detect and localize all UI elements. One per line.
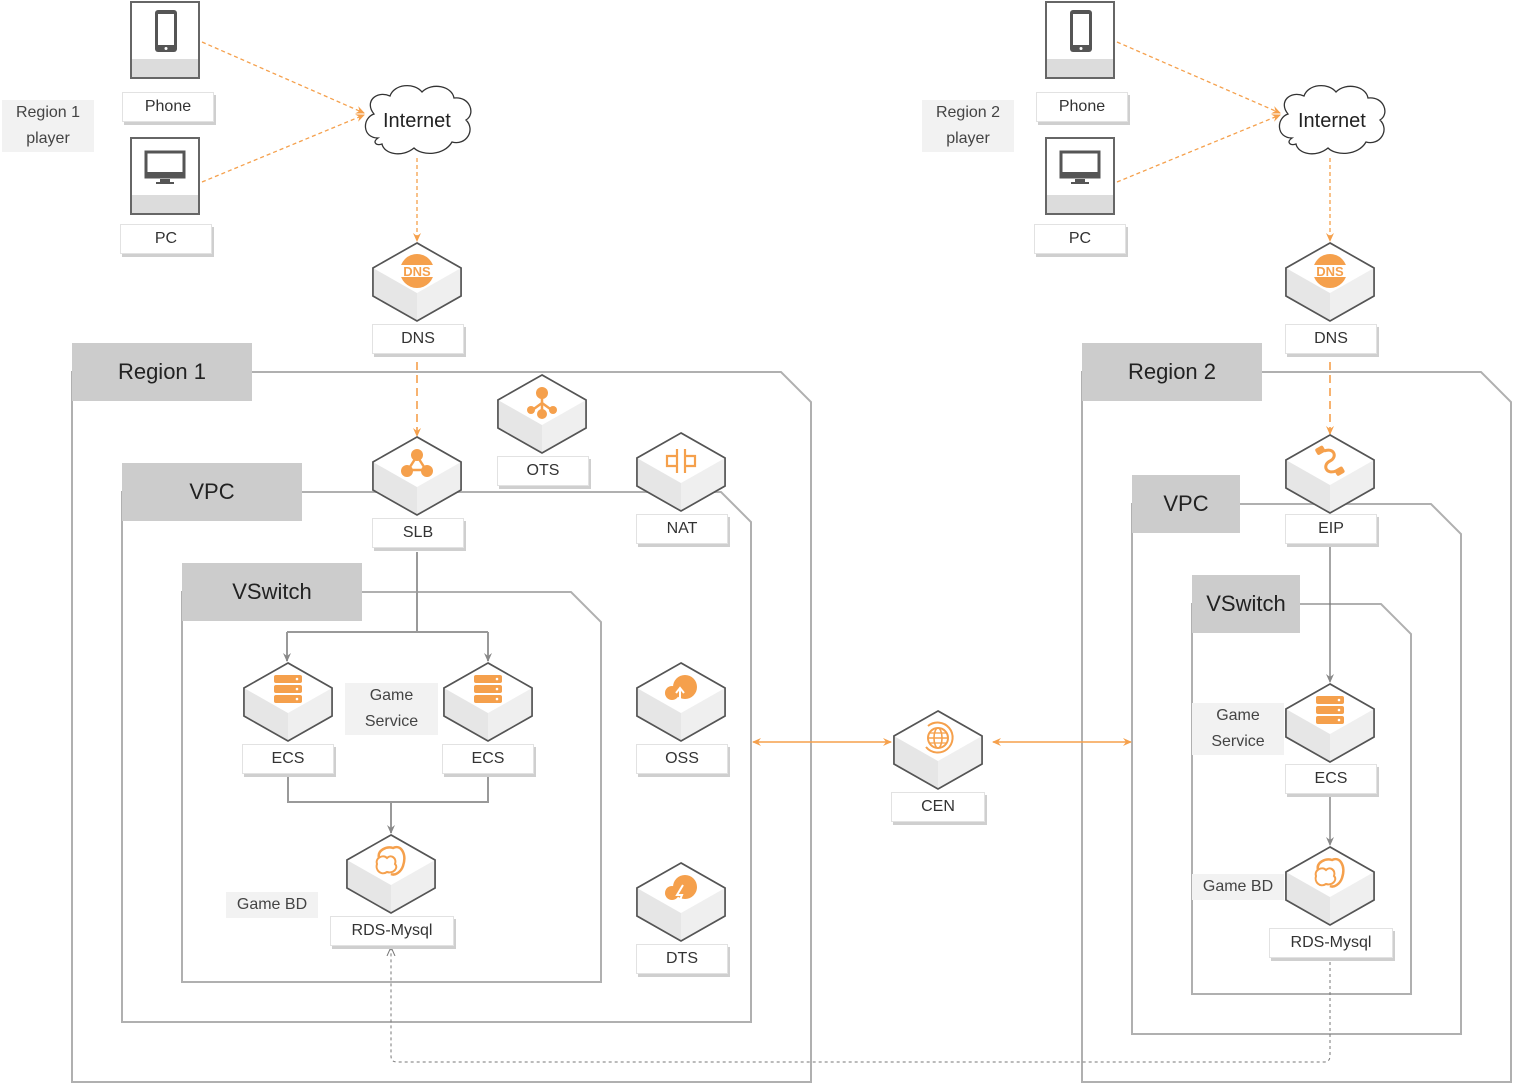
object-storage-icon bbox=[665, 675, 697, 700]
elastic-ip-icon bbox=[1315, 445, 1345, 476]
phone-device-2[interactable] bbox=[1045, 1, 1115, 79]
phone-device-1[interactable] bbox=[130, 1, 200, 79]
game-service-note-1: Game Service bbox=[345, 683, 438, 735]
region2-vpc-boundary bbox=[1131, 503, 1462, 1035]
globe-network-icon bbox=[925, 721, 954, 754]
table-store-icon bbox=[527, 387, 557, 419]
rds-label-1: RDS-Mysql bbox=[330, 916, 454, 946]
region1-vpc-boundary bbox=[121, 491, 752, 1023]
ecs-label-left: ECS bbox=[242, 744, 334, 774]
mysql-dolphin-icon bbox=[1314, 857, 1345, 888]
slb-label: SLB bbox=[372, 518, 464, 548]
server-icon bbox=[1316, 696, 1344, 724]
server-icon bbox=[474, 675, 502, 703]
region1-vswitch-boundary bbox=[181, 591, 602, 983]
internet-label-1: Internet bbox=[383, 110, 451, 132]
load-balancer-icon bbox=[401, 449, 433, 477]
slb-node[interactable] bbox=[372, 436, 462, 516]
pc-device-1[interactable] bbox=[130, 137, 200, 215]
pc-device-2[interactable] bbox=[1045, 137, 1115, 215]
dts-label: DTS bbox=[636, 944, 728, 974]
eip-node[interactable] bbox=[1285, 434, 1375, 514]
ecs-label-right: ECS bbox=[442, 744, 534, 774]
pc-label-1: PC bbox=[120, 224, 212, 254]
oss-label: OSS bbox=[636, 744, 728, 774]
dns-icon: DNS bbox=[1313, 254, 1347, 288]
phone-label-1: Phone bbox=[122, 92, 214, 122]
nat-label: NAT bbox=[636, 514, 728, 544]
game-db-note-1: Game BD bbox=[226, 892, 318, 918]
dns-label-2: DNS bbox=[1285, 324, 1377, 354]
game-service-note-2: Game Service bbox=[1192, 703, 1284, 755]
connector-ecs-rds bbox=[287, 777, 489, 803]
connector-pc-internet-1 bbox=[201, 114, 365, 183]
ots-label: OTS bbox=[497, 456, 589, 486]
monitor-icon bbox=[1059, 150, 1101, 184]
region1-vswitch-tag: VSwitch bbox=[182, 563, 362, 621]
dts-node[interactable] bbox=[636, 862, 726, 942]
smartphone-icon bbox=[155, 10, 177, 52]
region2-vswitch-tag: VSwitch bbox=[1192, 575, 1300, 633]
internet-label-2: Internet bbox=[1298, 110, 1366, 132]
connector-rds-replication bbox=[391, 948, 1331, 1063]
region1-player-note: Region 1 player bbox=[2, 100, 94, 152]
region2-vswitch-boundary bbox=[1191, 603, 1412, 995]
connector-phone-internet-2 bbox=[1116, 41, 1281, 114]
internet-cloud-2 bbox=[1278, 85, 1386, 155]
cen-label: CEN bbox=[891, 792, 985, 822]
nat-node[interactable] bbox=[636, 432, 726, 512]
region2-boundary bbox=[1081, 371, 1512, 1083]
nat-gateway-icon bbox=[665, 449, 697, 473]
region2-tag: Region 2 bbox=[1082, 343, 1262, 401]
pc-label-2: PC bbox=[1034, 224, 1126, 254]
region2-player-note: Region 2 player bbox=[922, 100, 1014, 152]
svg-text:DNS: DNS bbox=[1316, 264, 1344, 279]
server-icon bbox=[274, 675, 302, 703]
dns-icon: DNS bbox=[400, 254, 434, 288]
connector-pc-internet-2 bbox=[1116, 114, 1281, 183]
internet-cloud-1 bbox=[364, 85, 472, 155]
region1-vpc-tag: VPC bbox=[122, 463, 302, 521]
dns-label-1: DNS bbox=[372, 324, 464, 354]
svg-text:DNS: DNS bbox=[403, 264, 431, 279]
monitor-icon bbox=[144, 150, 186, 184]
smartphone-icon bbox=[1070, 10, 1092, 52]
mysql-dolphin-icon bbox=[375, 845, 406, 876]
data-transmission-icon bbox=[665, 875, 697, 906]
rds-label-2: RDS-Mysql bbox=[1269, 928, 1393, 958]
region2-vpc-tag: VPC bbox=[1132, 475, 1240, 533]
region1-tag: Region 1 bbox=[72, 343, 252, 401]
eip-label: EIP bbox=[1285, 514, 1377, 544]
connector-slb-ecs bbox=[287, 552, 488, 633]
ecs-label-2: ECS bbox=[1285, 764, 1377, 794]
phone-label-2: Phone bbox=[1036, 92, 1128, 122]
oss-node[interactable] bbox=[636, 662, 726, 742]
connector-phone-internet-1 bbox=[201, 41, 365, 114]
game-db-note-2: Game BD bbox=[1192, 874, 1284, 900]
